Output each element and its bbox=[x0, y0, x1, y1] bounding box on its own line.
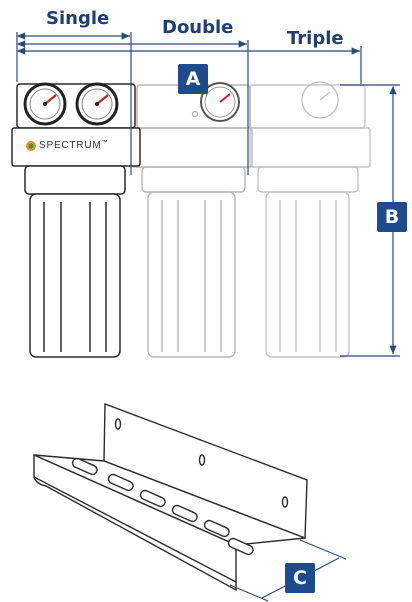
single-width-label: Single bbox=[46, 8, 110, 29]
double-width-label: Double bbox=[162, 17, 234, 38]
triple-width-label: Triple bbox=[287, 28, 344, 49]
pressure-gauge-icon bbox=[200, 82, 240, 122]
spectrum-logo-icon bbox=[26, 141, 36, 151]
pressure-gauge-icon bbox=[75, 82, 119, 126]
dimension-badge-a: A bbox=[178, 64, 208, 94]
single-filter-housing bbox=[11, 83, 141, 358]
brand-trademark: ™ bbox=[101, 140, 109, 146]
pressure-gauge-icon bbox=[23, 82, 67, 126]
mounting-bracket-icon bbox=[33, 402, 308, 592]
triple-housing-faded bbox=[249, 81, 371, 358]
brand-name: SPECTRUM™ bbox=[39, 140, 108, 151]
double-housing-faded bbox=[131, 84, 253, 358]
dimension-lines bbox=[16, 32, 400, 357]
brand-text: SPECTRUM bbox=[39, 140, 102, 151]
dimension-badge-c: C bbox=[285, 563, 315, 593]
dimension-badge-b: B bbox=[377, 202, 407, 232]
